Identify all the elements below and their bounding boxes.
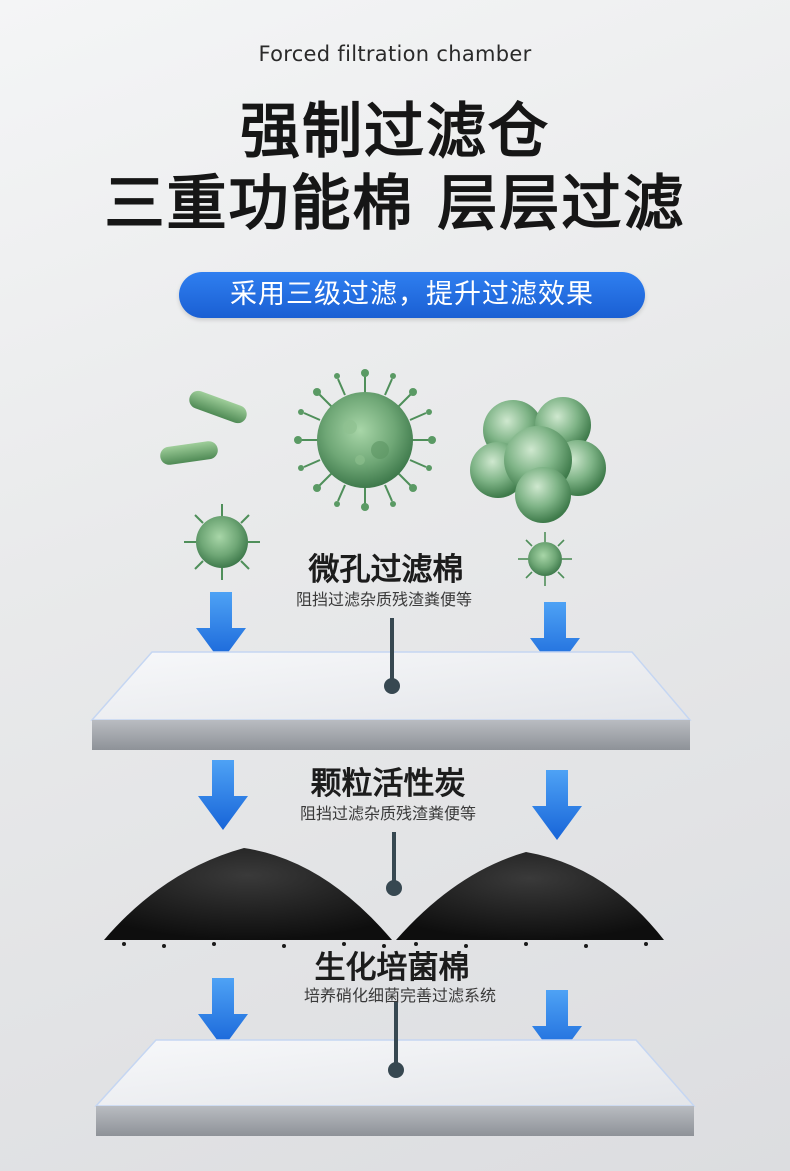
layer-2-title: 颗粒活性炭 [310,766,466,802]
arrow-down-icon [198,760,248,830]
arrow-down-icon [196,592,246,662]
layer-2-desc: 阻挡过滤杂质残渣粪便等 [299,804,476,823]
layer-1-pointer-dot [384,678,400,694]
small-virus-left-icon [184,504,260,580]
headline-line-2: 三重功能棉 层层过滤 [104,169,686,239]
layer-1-title: 微孔过滤棉 [308,552,464,588]
layer-3-desc: 培养硝化细菌完善过滤系统 [303,986,496,1005]
layer-1-pointer-stem [390,618,394,686]
layer-3-pointer-stem [394,1002,398,1070]
micropore-filter-pad [90,651,692,750]
large-virus-icon [294,369,436,511]
activated-carbon-pile-left [104,848,392,948]
layer-2-pointer-stem [392,832,396,888]
layer-3-pointer-dot [388,1062,404,1078]
activated-carbon-pile-right [396,852,664,948]
arrow-down-icon [532,770,582,840]
subtitle-english: Forced filtration chamber [258,42,532,66]
layer-1-desc: 阻挡过滤杂质残渣粪便等 [295,590,472,609]
layer-2-pointer-dot [386,880,402,896]
cluster-bacteria-icon [470,397,606,523]
arrow-down-icon [198,978,248,1048]
headline-line-1: 强制过滤仓 [240,97,550,167]
rod-bacteria-icon [160,390,247,465]
filtration-pill-banner: 采用三级过滤，提升过滤效果 [179,272,645,318]
layer-3-title: 生化培菌棉 [314,950,470,986]
small-virus-right-icon [518,532,572,586]
